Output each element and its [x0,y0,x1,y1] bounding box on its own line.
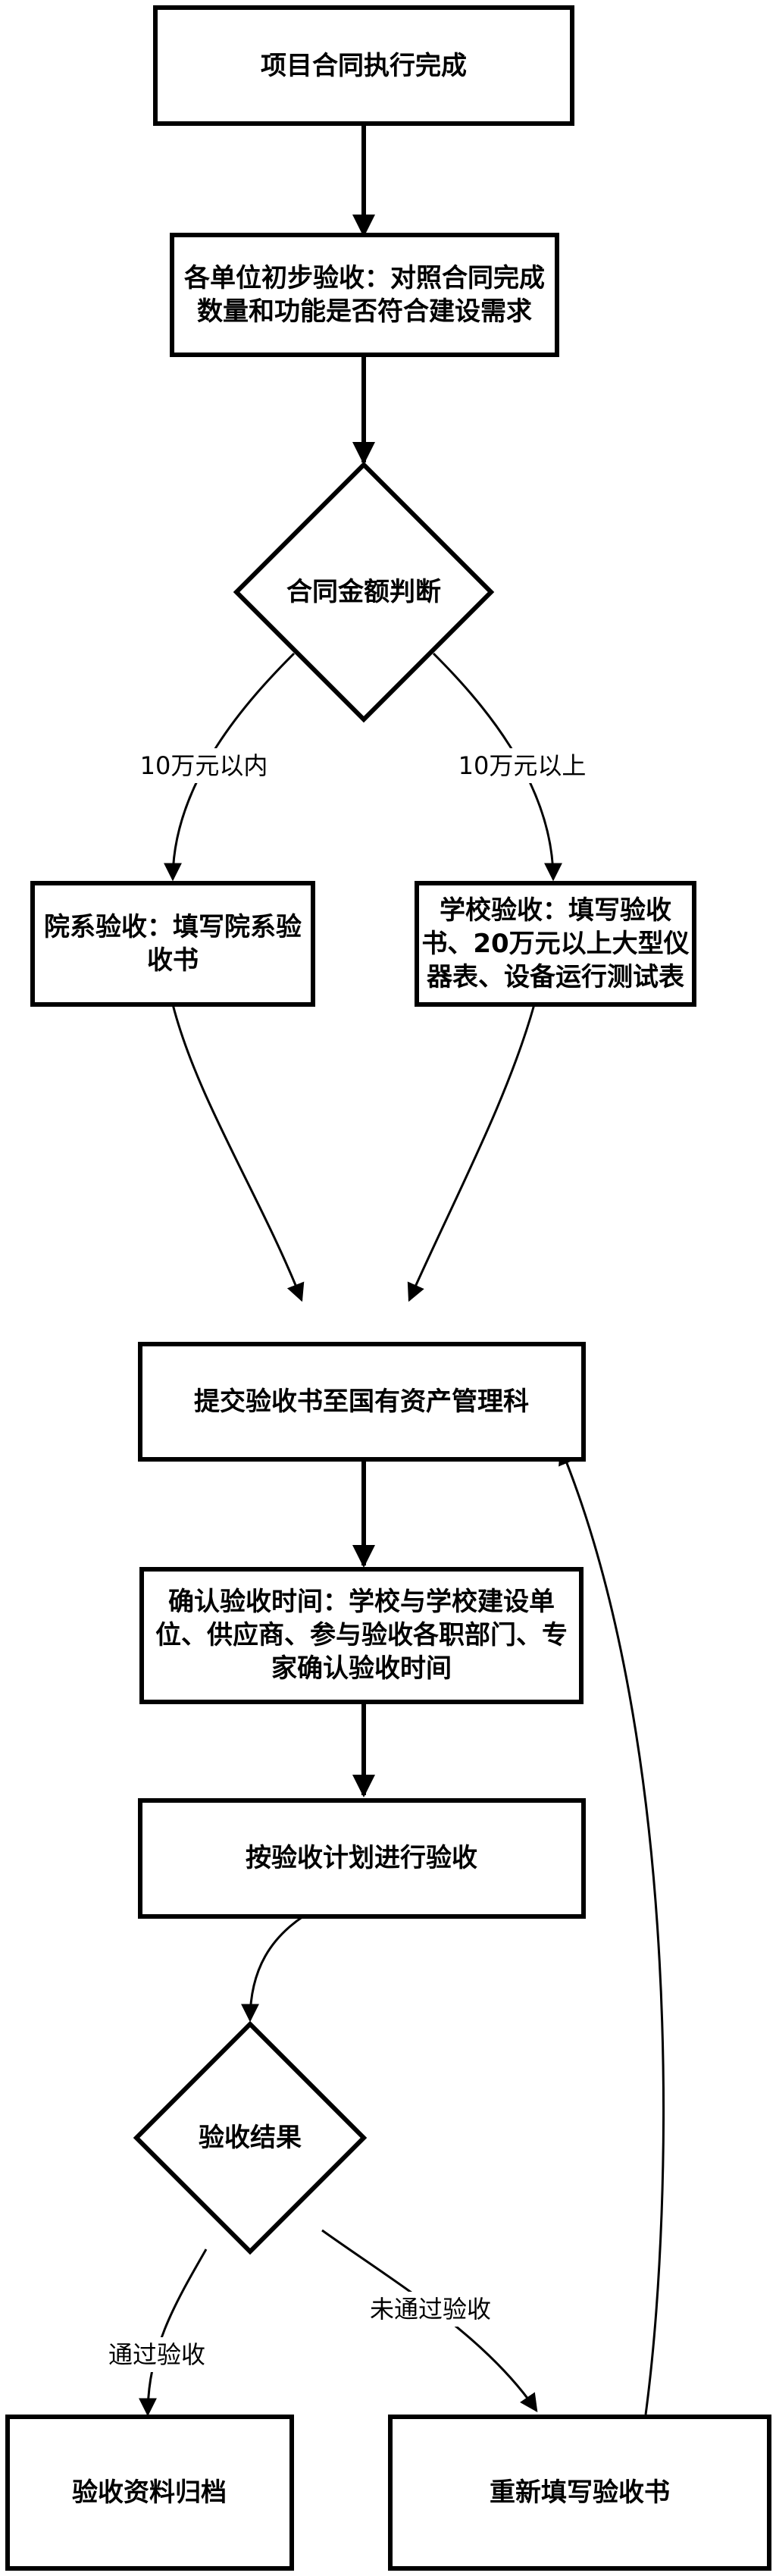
node-initial-check-label: 各单位初步验收：对照合同完成数量和功能是否符合建设需求 [184,263,545,327]
node-execute-label: 按验收计划进行验收 [246,1843,477,1873]
edge-judge-to-school [432,652,562,882]
node-start-label: 项目合同执行完成 [261,51,467,81]
node-school-accept-label: 学校验收：填写验收书、20万元以上大型仪器表、设备运行测试表 [421,895,689,992]
edge-judge-to-dept [164,652,296,882]
edge-label-pass: 通过验收 [100,2337,214,2372]
label-line: 位、供应商、参与验收各职部门、专 [155,1620,568,1650]
node-amount-judge-label: 合同金额判断 [286,577,441,607]
node-execute: 按验收计划进行验收 [138,1798,586,1919]
label-line: 院系验收：填写院系验 [44,912,302,942]
label-line: 家确认验收时间 [271,1653,452,1684]
node-archive: 验收资料归档 [5,2415,294,2571]
label-line: 验收资料归档 [72,2477,227,2508]
node-school-accept: 学校验收：填写验收书、20万元以上大型仪器表、设备运行测试表 [415,881,696,1007]
label-line: 学校验收：填写验收 [440,895,671,926]
node-initial-check: 各单位初步验收：对照合同完成数量和功能是否符合建设需求 [170,233,559,357]
svg-text:10万元以内: 10万元以内 [140,751,268,780]
label-line: 提交验收书至国有资产管理科 [194,1387,529,1417]
label-line: 器表、设备运行测试表 [427,962,684,992]
node-result: 验收结果 [133,2020,368,2255]
label-line: 重新填写验收书 [490,2477,670,2508]
node-confirm-time-label: 确认验收时间：学校与学校建设单位、供应商、参与验收各职部门、专家确认验收时间 [155,1587,568,1684]
node-result-label: 验收结果 [199,2123,302,2153]
label-line: 各单位初步验收：对照合同完成 [184,263,545,293]
node-archive-label: 验收资料归档 [72,2477,227,2508]
label-line: 收书 [147,945,199,976]
svg-text:通过验收: 通过验收 [108,2340,205,2369]
label-line: 项目合同执行完成 [261,51,467,81]
label-line: 验收结果 [199,2123,302,2153]
node-confirm-time: 确认验收时间：学校与学校建设单位、供应商、参与验收各职部门、专家确认验收时间 [139,1567,584,1704]
svg-text:未通过验收: 未通过验收 [370,2295,491,2324]
edge-label-gt-10w: 10万元以上 [453,748,591,783]
edge-label-le-10w: 10万元以内 [135,748,273,783]
edge-dept-to-submit [171,1004,305,1302]
edge-execute-to-result [241,1915,304,2023]
node-submit: 提交验收书至国有资产管理科 [138,1342,586,1462]
node-refill-label: 重新填写验收书 [490,2477,670,2508]
node-start: 项目合同执行完成 [153,5,574,126]
edge-school-to-submit [407,1004,536,1302]
node-amount-judge: 合同金额判断 [233,461,495,723]
edge-result-to-archive [139,2249,208,2417]
label-line: 书、20万元以上大型仪 [421,929,689,959]
edge-refill-to-submit [559,1446,665,2415]
node-dept-accept-label: 院系验收：填写院系验收书 [44,912,302,976]
label-line: 合同金额判断 [286,577,441,607]
node-refill: 重新填写验收书 [388,2415,771,2571]
svg-text:10万元以上: 10万元以上 [458,751,587,780]
label-line: 确认验收时间：学校与学校建设单 [168,1587,555,1617]
node-submit-label: 提交验收书至国有资产管理科 [194,1387,529,1417]
label-line: 数量和功能是否符合建设需求 [197,296,532,327]
node-dept-accept: 院系验收：填写院系验收书 [30,881,315,1007]
label-line: 按验收计划进行验收 [246,1843,477,1873]
edge-label-fail: 未通过验收 [362,2292,499,2327]
